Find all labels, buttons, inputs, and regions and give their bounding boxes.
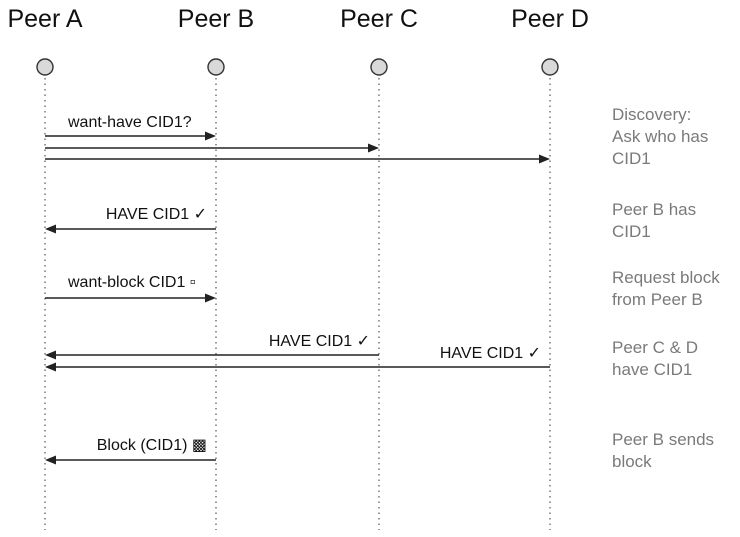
step-note-line: block xyxy=(612,452,652,471)
arrowhead xyxy=(205,293,216,303)
arrowhead xyxy=(205,131,216,141)
peer-b-node xyxy=(207,58,225,76)
arrowhead xyxy=(45,350,56,360)
message-label: HAVE CID1 ✓ xyxy=(106,206,207,223)
message-label: want-block CID1 ▫ xyxy=(67,274,196,291)
step-note-line: have CID1 xyxy=(612,360,692,379)
step-note-line: Ask who has xyxy=(612,127,708,146)
arrowhead xyxy=(539,154,550,164)
step-note-line: Request block xyxy=(612,268,720,287)
message-label: HAVE CID1 ✓ xyxy=(269,333,370,350)
step-note-line: from Peer B xyxy=(612,290,703,309)
arrowhead xyxy=(45,224,56,234)
arrowhead xyxy=(368,143,379,153)
peer-d-node xyxy=(541,58,559,76)
step-note-line: Discovery: xyxy=(612,105,691,124)
message-label: want-have CID1? xyxy=(67,114,192,131)
step-note-line: Peer B has xyxy=(612,200,696,219)
peer-d-label: Peer D xyxy=(511,5,589,33)
arrowhead xyxy=(45,362,56,372)
peer-c-label: Peer C xyxy=(340,5,418,33)
peer-a-node xyxy=(36,58,54,76)
peer-a-label: Peer A xyxy=(7,5,82,33)
step-note-line: CID1 xyxy=(612,149,651,168)
step-note-line: Peer B sends xyxy=(612,430,714,449)
step-note-line: Peer C & D xyxy=(612,338,698,357)
peer-c-node xyxy=(370,58,388,76)
arrowhead xyxy=(45,455,56,465)
peer-b-label: Peer B xyxy=(178,5,254,33)
step-note-line: CID1 xyxy=(612,222,651,241)
message-label: Block (CID1) ▩ xyxy=(97,437,207,454)
message-label: HAVE CID1 ✓ xyxy=(440,345,541,362)
